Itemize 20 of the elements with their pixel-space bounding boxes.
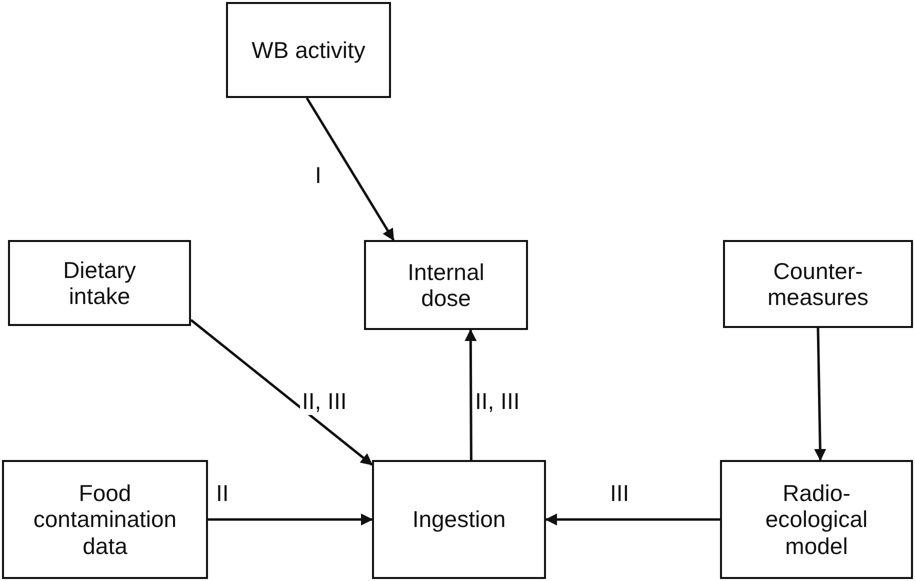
process-box	[723, 240, 913, 328]
process-box	[8, 240, 191, 326]
box-label: Counter-measures	[766, 258, 870, 310]
box-label: WB activity	[252, 36, 366, 64]
box-label: Internal dose	[406, 258, 486, 312]
arrow	[208, 514, 373, 526]
process-box	[2, 460, 208, 579]
process-box	[372, 460, 546, 579]
box-label: Food contamination data	[32, 480, 178, 560]
process-box	[364, 240, 528, 330]
arrow	[464, 329, 477, 460]
box-label: Ingestion	[412, 506, 506, 533]
arrow	[306, 97, 395, 241]
process-box	[720, 460, 913, 579]
arrow	[190, 319, 373, 466]
box-label: Radio-ecological model	[764, 480, 869, 560]
box-label: Dietary intake	[62, 256, 137, 310]
arrow	[814, 328, 826, 461]
process-box	[226, 2, 391, 98]
arrow	[545, 514, 720, 526]
